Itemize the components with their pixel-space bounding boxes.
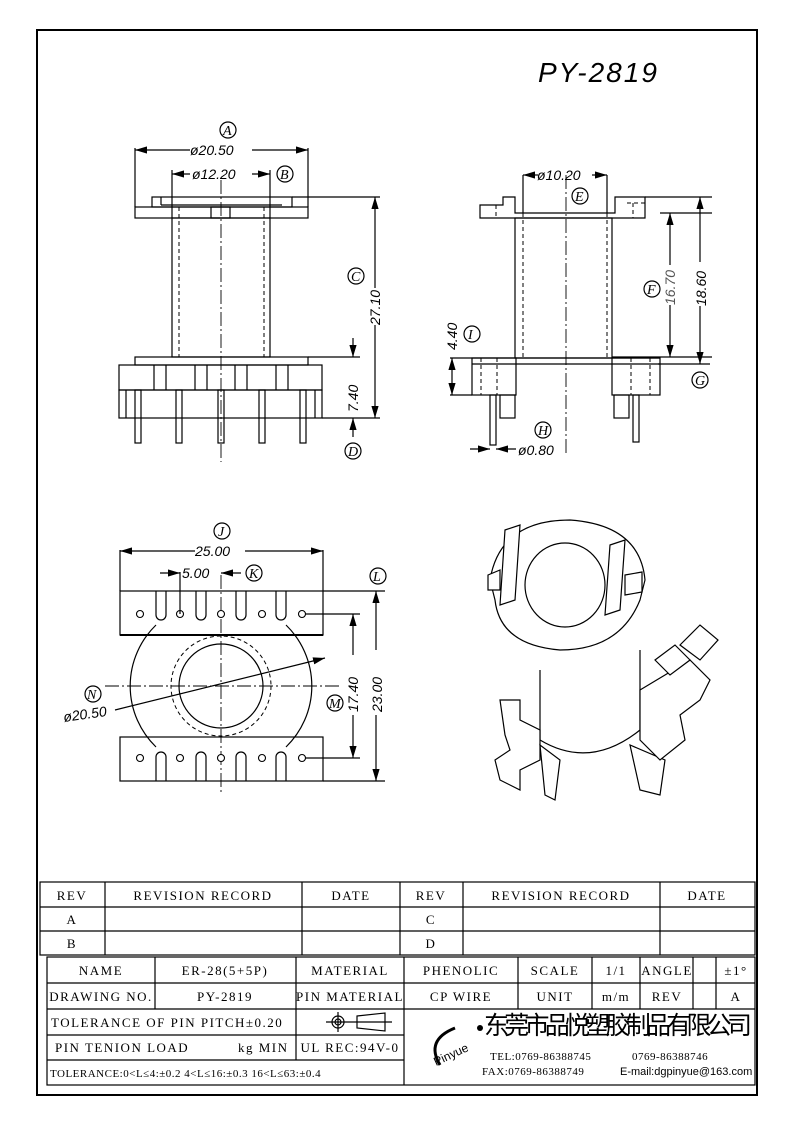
material-value: PHENOLIC [423,963,499,978]
revision-table [39,881,756,956]
projection-symbol-icon [326,1012,392,1032]
dim-L-value: 23.00 [369,677,385,713]
revision-record-header-2: REVISION RECORD [491,888,630,903]
dim-D-label: D [347,445,358,460]
general-tolerance: TOLERANCE:0<L≤4:±0.2 4<L≤16:±0.3 16<L≤63… [50,1068,321,1080]
rev-header: REV [57,888,88,903]
company-fax: FAX:0769-86388749 [482,1066,584,1078]
dim-F-value: 16.70 [662,270,678,305]
dim-A-value: ø20.50 [190,142,234,158]
dim-M-value: 17.40 [345,677,361,712]
dim-G-label: G [695,374,705,389]
rev-header-2: REV [416,888,447,903]
drawing-no-value: PY-2819 [197,989,253,1004]
dim-C-label: C [351,270,361,285]
dim-H-label: H [537,424,549,439]
title-block [46,956,756,1086]
scale-value: 1/1 [605,963,626,978]
name-value: ER-28(5+5P) [182,963,269,978]
company-logo: Pinyue [431,1025,483,1069]
pin-material-label: PIN MATERIAL [296,989,404,1004]
dim-I-label: I [467,328,474,343]
material-label: MATERIAL [311,963,389,978]
dim-C-value: 27.10 [367,290,383,326]
dim-L-label: L [372,570,381,585]
dim-B-label: B [280,168,289,183]
date-header: DATE [331,888,370,903]
dim-F-label: F [646,283,656,298]
company-email: E-mail:dgpinyue@163.com [620,1066,752,1078]
dim-D-value: 7.40 [345,385,361,412]
front-view: ø20.50 A ø12.20 B 27.10 C 7.40 D [118,121,383,462]
rev-label: REV [652,989,683,1004]
revision-record-header: REVISION RECORD [133,888,272,903]
unit-value: m/m [602,989,630,1004]
ul-rec: UL REC:94V-0 [300,1040,399,1055]
dim-M-label: M [328,697,342,712]
drawing-frame [36,29,758,1096]
rev-value: A [731,989,742,1004]
unit-label: UNIT [536,989,573,1004]
dim-I-value: 4.40 [444,323,460,350]
dim-H-value: ø0.80 [518,442,554,458]
dim-K-label: K [248,567,259,582]
rev-cell: A [67,912,78,927]
dim-N-value: ø20.50 [62,703,108,725]
isometric-view [487,519,719,801]
rev-cell: D [426,936,437,951]
dim-J-label: J [218,525,225,540]
angle-label: ANGLE [641,963,693,978]
company-name: 东莞市品悦塑胶制品有限公司 [484,1011,752,1040]
dim-B-value: ø12.20 [192,166,236,182]
dim-J-value: 25.00 [194,543,230,559]
pin-pitch-tolerance: TOLERANCE OF PIN PITCH±0.20 [51,1015,283,1030]
date-header-2: DATE [687,888,726,903]
scale-label: SCALE [531,963,580,978]
company-tel-2: 0769-86388746 [632,1051,708,1063]
pin-material-value: CP WIRE [430,989,492,1004]
dim-E-value: ø10.20 [537,167,581,183]
company-tel: TEL:0769-86388745 [490,1051,591,1063]
pin-tension-label: PIN TENION LOAD [55,1040,189,1055]
dim-N-label: N [86,688,97,703]
angle-value: ±1° [724,963,747,978]
drawing-title: PY-2819 [538,57,659,88]
dim-F2-value: 18.60 [693,271,709,306]
dim-A-label: A [222,124,232,139]
drawing-no-label: DRAWING NO. [49,989,153,1004]
name-label: NAME [79,963,123,978]
rev-cell: B [67,936,77,951]
dim-E-label: E [574,190,584,205]
pin-tension-unit: kg MIN [238,1040,289,1055]
side-view: ø10.20 E 16.70 F 18.60 G 4.40 I ø0.80 H [444,167,712,458]
rev-cell: C [426,912,436,927]
bottom-view: 25.00 J 5.00 K L 23.00 17.40 M N ø20.50 [62,522,387,795]
dim-K-value: 5.00 [182,565,209,581]
